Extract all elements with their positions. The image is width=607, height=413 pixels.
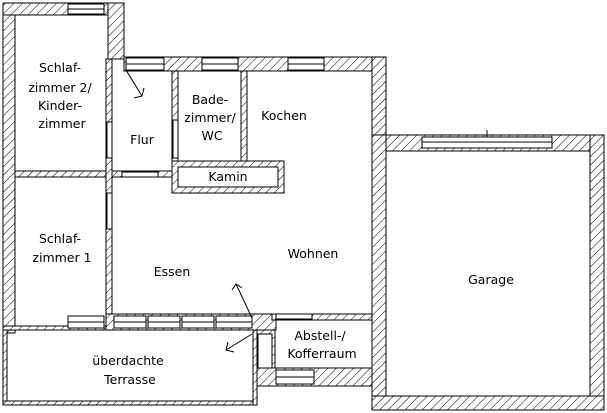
door-bad <box>172 119 179 159</box>
wall-terrace-north-west <box>2 325 107 331</box>
label-wohnen: Wohnen <box>288 246 339 261</box>
door-bedroom1 <box>106 192 113 230</box>
window-bedroom1-south <box>67 315 105 329</box>
label-schlafzimmer2: Schlaf- zimmer 2/ Kinder- zimmer <box>28 60 95 131</box>
doors <box>106 69 313 369</box>
wall-garage-east <box>589 134 605 411</box>
window-terrace-door <box>215 315 253 329</box>
label-kochen: Kochen <box>261 108 307 123</box>
room-labels: Schlaf- zimmer 2/ Kinder- zimmer Flur Ba… <box>28 60 514 387</box>
door-bedroom2 <box>106 121 113 159</box>
wall-bedroom-divider <box>14 170 107 178</box>
door-swing-terrace <box>225 283 253 353</box>
label-kamin: Kamin <box>208 169 247 184</box>
wall-terrace-south <box>2 400 258 406</box>
wall-garage-west <box>371 134 387 411</box>
window-bad-north <box>201 57 239 71</box>
wall-terrace-west <box>2 329 8 406</box>
wall-terrace-east <box>252 329 258 406</box>
wall-bedroom-west <box>2 2 16 334</box>
window-essen-south-2 <box>147 315 181 329</box>
wall-bedroom-east <box>105 58 113 317</box>
wall-bedroom-east-upper <box>107 2 125 60</box>
window-storage-south <box>275 369 315 385</box>
door-swing-entrance <box>125 69 145 99</box>
window-kochen-north <box>287 57 325 71</box>
label-flur: Flur <box>130 132 155 147</box>
label-terrasse: überdachte Terrasse <box>92 353 167 387</box>
label-badezimmer: Bade- zimmer/ WC <box>184 92 239 143</box>
wall-bad-east <box>240 70 248 162</box>
windows <box>67 3 553 385</box>
label-schlafzimmer1: Schlaf- zimmer 1 <box>32 231 91 265</box>
wall-garage-south <box>371 395 605 411</box>
window-essen-south-3 <box>181 315 215 329</box>
window-flur-north <box>125 57 165 71</box>
label-garage: Garage <box>468 272 514 287</box>
window-bedroom-north <box>67 3 105 15</box>
kamin-inner <box>177 166 279 188</box>
door-storage <box>275 313 313 320</box>
door-flur-south <box>121 171 159 178</box>
door-terrace-side <box>257 333 273 369</box>
label-abstell: Abstell-/ Kofferraum <box>287 328 356 361</box>
window-garage-gate <box>421 130 553 149</box>
wall-bedroom-north <box>2 2 125 16</box>
label-essen: Essen <box>154 264 191 279</box>
window-essen-south-1 <box>113 315 147 329</box>
